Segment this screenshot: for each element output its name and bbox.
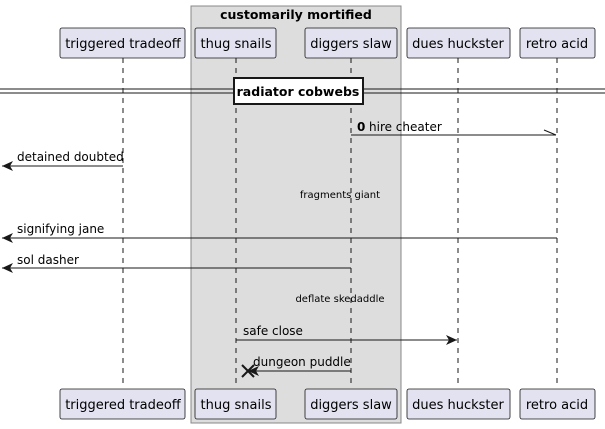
- participant-diggers-slaw-bottom[interactable]: diggers slaw: [304, 388, 398, 420]
- delay-label: fragments giant: [300, 190, 380, 201]
- message-label: sol dasher: [17, 253, 79, 267]
- message-dungeon-puddle[interactable]: dungeon puddle: [241, 355, 351, 378]
- participant-diggers-slaw-top[interactable]: diggers slaw: [304, 27, 398, 59]
- half-arrow-head: [543, 129, 557, 136]
- message-label: signifying jane: [17, 222, 104, 236]
- message-safe-close[interactable]: safe close: [236, 324, 457, 345]
- participant-thug-snails-bottom[interactable]: thug snails: [194, 388, 277, 420]
- lifelines: [122, 58, 558, 388]
- message-label: dungeon puddle: [253, 355, 351, 369]
- participant-retro-acid-top[interactable]: retro acid: [519, 27, 596, 59]
- participant-label: dues huckster: [412, 398, 504, 413]
- participant-label: thug snails: [201, 398, 272, 413]
- message-label: detained doubted: [17, 150, 124, 164]
- participant-thug-snails-top[interactable]: thug snails: [194, 27, 277, 59]
- group-title: customarily mortified: [220, 7, 372, 22]
- destroy-x-icon: [241, 364, 255, 378]
- participant-triggered-tradeoff-top[interactable]: triggered tradeoff: [59, 27, 186, 59]
- message-label: hire cheater: [369, 120, 442, 134]
- message-number: 0: [357, 120, 365, 134]
- message-signifying-jane[interactable]: signifying jane: [2, 222, 557, 243]
- message-label: safe close: [243, 324, 303, 338]
- delay-label: deflate skedaddle: [295, 294, 384, 305]
- participant-label: diggers slaw: [310, 398, 392, 413]
- message-hire-cheater[interactable]: 0 hire cheater: [351, 120, 557, 136]
- group-box: [190, 5, 402, 424]
- divider-box: [233, 77, 364, 105]
- participant-label: retro acid: [526, 37, 588, 52]
- participant-label: triggered tradeoff: [65, 398, 182, 413]
- participant-dues-huckster-top[interactable]: dues huckster: [406, 27, 511, 59]
- participant-retro-acid-bottom[interactable]: retro acid: [519, 388, 596, 420]
- delay-deflate-skedaddle: deflate skedaddle: [295, 294, 384, 305]
- participant-label: diggers slaw: [310, 37, 392, 52]
- participant-label: thug snails: [201, 37, 272, 52]
- participant-label: retro acid: [526, 398, 588, 413]
- delay-fragments-giant: fragments giant: [300, 190, 380, 201]
- participant-label: triggered tradeoff: [65, 37, 182, 52]
- participant-label: dues huckster: [412, 37, 504, 52]
- divider-label: radiator cobwebs: [237, 84, 360, 99]
- divider: radiator cobwebs: [0, 77, 605, 105]
- participant-triggered-tradeoff-bottom[interactable]: triggered tradeoff: [59, 388, 186, 420]
- participant-dues-huckster-bottom[interactable]: dues huckster: [406, 388, 511, 420]
- message-detained-doubted[interactable]: detained doubted: [2, 150, 124, 171]
- message-sol-dasher[interactable]: sol dasher: [2, 253, 351, 273]
